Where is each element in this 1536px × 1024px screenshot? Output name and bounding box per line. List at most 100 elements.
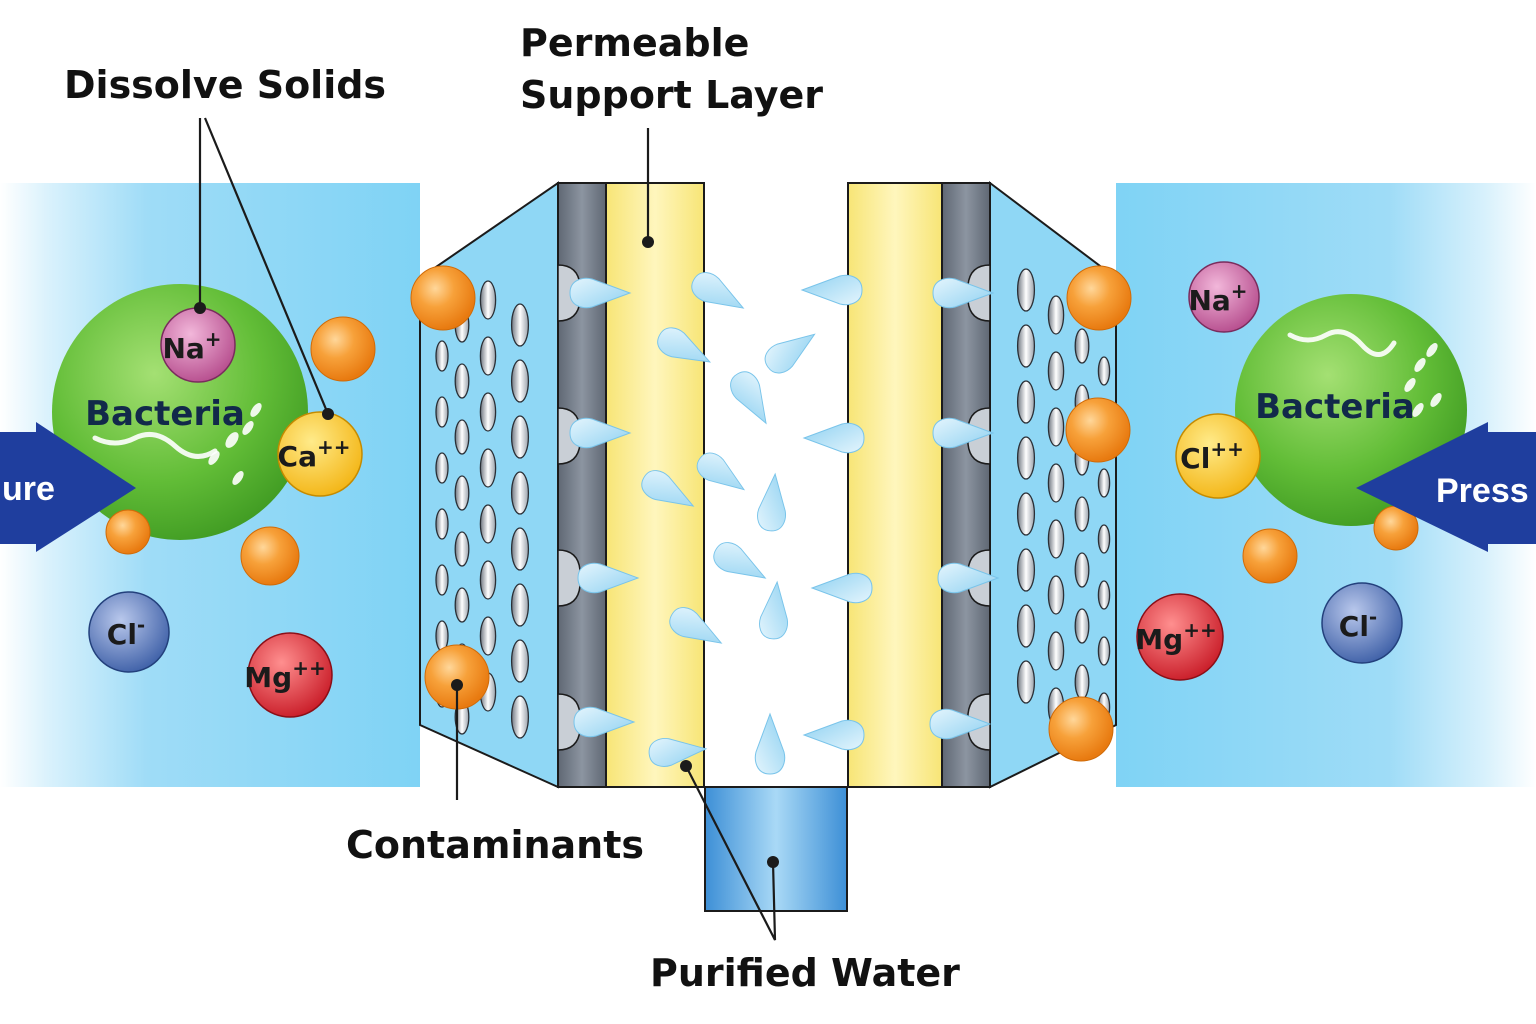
pore — [510, 471, 530, 515]
left-cl-ion: Cl- — [88, 591, 170, 673]
left-mg-charge: ++ — [292, 656, 326, 680]
contaminant-particle — [310, 316, 376, 382]
right-cl-ion-1: Cl++ — [1175, 413, 1261, 499]
pore — [479, 504, 497, 544]
water-droplet — [696, 452, 746, 491]
right-cl-ion-2: Cl- — [1321, 582, 1403, 664]
water-droplet — [759, 580, 788, 640]
pore — [454, 419, 470, 455]
left-na-symbol: Na — [162, 332, 204, 365]
right-support-layer — [847, 182, 943, 788]
pore — [1074, 328, 1090, 364]
water-droplet — [669, 607, 723, 644]
pore — [1074, 664, 1090, 700]
purified-water-label: Purified Water — [650, 951, 960, 995]
contaminant-particle — [410, 265, 476, 331]
pore — [454, 363, 470, 399]
pore — [435, 564, 449, 596]
pore — [479, 280, 497, 320]
svg-text:Ca++: Ca++ — [278, 435, 351, 473]
left-bacteria-label: Bacteria — [85, 394, 245, 434]
right-na-symbol: Na — [1188, 284, 1230, 317]
dissolved-solids-label: Dissolve Solids — [64, 63, 386, 107]
pore — [1097, 580, 1111, 610]
water-droplet — [569, 417, 632, 449]
right-bacteria-label: Bacteria — [1255, 387, 1415, 427]
pore — [1097, 524, 1111, 554]
pore — [1016, 268, 1036, 312]
water-droplet — [730, 371, 767, 425]
left-mg-symbol: Mg — [244, 661, 292, 694]
pore — [510, 303, 530, 347]
svg-text:Cl-: Cl- — [107, 613, 145, 651]
pore — [1074, 552, 1090, 588]
contaminant-particle — [1048, 696, 1114, 762]
water-droplet — [577, 562, 640, 594]
pore — [1016, 660, 1036, 704]
left-pressure-arrow: ure — [0, 422, 136, 552]
water-droplet — [757, 472, 786, 532]
purified-water-collector — [704, 786, 848, 912]
left-na-charge: + — [205, 327, 222, 351]
water-droplet — [641, 470, 695, 507]
contaminant-particle — [1066, 265, 1132, 331]
pore — [1016, 324, 1036, 368]
left-pressure-label: ure — [2, 470, 55, 508]
right-cl2-charge: - — [1369, 605, 1377, 629]
pore — [510, 583, 530, 627]
water-droplet — [764, 333, 816, 374]
right-cl2-symbol: Cl — [1339, 610, 1369, 643]
water-droplet — [810, 572, 873, 604]
water-droplets — [569, 272, 1000, 775]
right-mg-charge: ++ — [1183, 618, 1217, 642]
support-layer-label-line1: Permeable — [520, 21, 749, 65]
pore — [510, 527, 530, 571]
pore — [1074, 608, 1090, 644]
pore — [1047, 351, 1065, 391]
pore — [1047, 575, 1065, 615]
pore — [479, 560, 497, 600]
pore — [1074, 496, 1090, 532]
contaminant-particle — [105, 509, 151, 555]
right-pressure-label: Press — [1436, 472, 1529, 510]
water-droplet — [932, 417, 995, 449]
pore — [454, 531, 470, 567]
leader-lines — [198, 117, 777, 941]
pore — [1016, 380, 1036, 424]
pore — [1097, 636, 1111, 666]
water-droplet — [713, 542, 767, 579]
support-layer-label-line2: Support Layer — [520, 73, 823, 117]
contaminant-particle — [1065, 397, 1131, 463]
right-na-charge: + — [1231, 279, 1248, 303]
left-cl-charge: - — [137, 613, 145, 637]
pore — [479, 392, 497, 432]
pore — [479, 616, 497, 656]
left-ca-charge: ++ — [317, 435, 351, 459]
water-droplet — [802, 719, 865, 751]
pore — [435, 508, 449, 540]
pore — [1047, 463, 1065, 503]
svg-text:Na+: Na+ — [162, 327, 221, 365]
right-cl1-charge: ++ — [1210, 437, 1244, 461]
water-droplet — [800, 274, 863, 306]
svg-text:Mg++: Mg++ — [1135, 618, 1216, 656]
right-pressure-arrow: Press — [1356, 422, 1536, 552]
pore — [1097, 468, 1111, 498]
right-na-ion: Na+ — [1188, 261, 1260, 333]
pore — [454, 587, 470, 623]
pore — [1047, 519, 1065, 559]
pore — [510, 695, 530, 739]
water-droplet — [691, 272, 745, 309]
right-cl1-symbol: Cl — [1180, 442, 1210, 475]
pore — [435, 340, 449, 372]
contaminant-particle — [1242, 528, 1298, 584]
water-droplet — [937, 562, 1000, 594]
right-mg-ion: Mg++ — [1135, 593, 1224, 681]
pore — [435, 396, 449, 428]
pore — [1016, 604, 1036, 648]
pore — [510, 359, 530, 403]
water-droplet — [648, 738, 708, 767]
pore — [1047, 631, 1065, 671]
pore — [1016, 492, 1036, 536]
